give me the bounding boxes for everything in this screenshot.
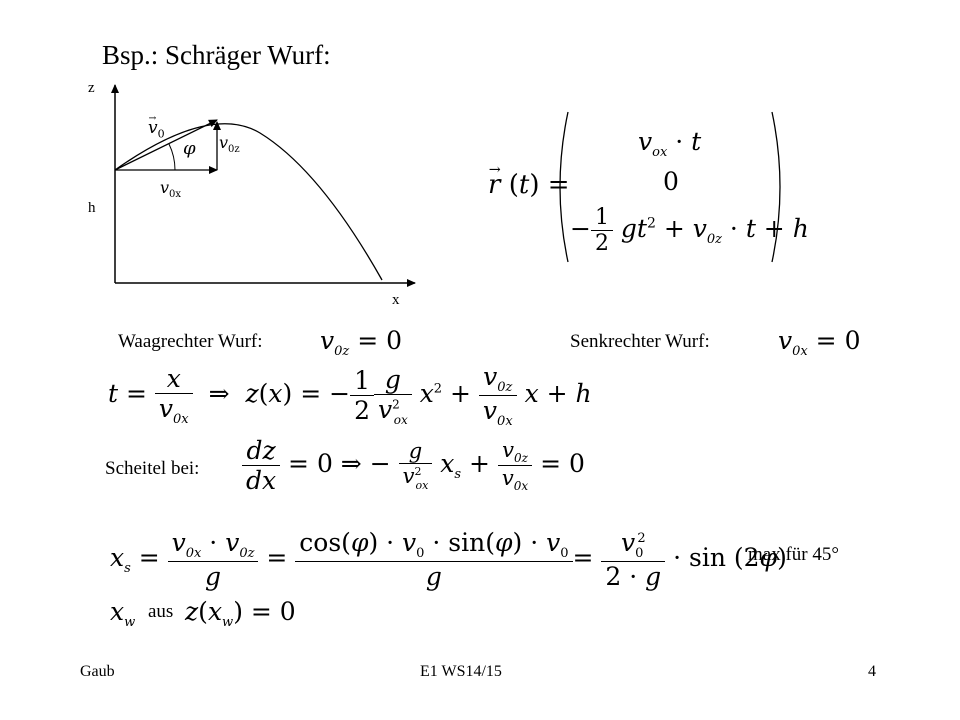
xw-lhs: xw bbox=[110, 597, 136, 630]
label-v0: v0 bbox=[148, 113, 165, 141]
matrix-row1: vox · t bbox=[638, 127, 702, 160]
xw-rhs: z(xw) = 0 bbox=[185, 597, 296, 630]
v0-vector bbox=[114, 119, 218, 171]
trajectory-diagram bbox=[111, 84, 416, 287]
position-vector-lhs: r (t) = bbox=[488, 162, 570, 200]
axis-h-label: h bbox=[88, 200, 96, 216]
axis-z-label: z bbox=[88, 80, 95, 96]
matrix-row2: 0 bbox=[663, 167, 679, 196]
label-v0z: 0zv0z bbox=[219, 133, 240, 156]
xw-aus: aus bbox=[148, 601, 174, 622]
footer-author: Gaub bbox=[80, 663, 115, 680]
footer-course: E1 WS14/15 bbox=[420, 663, 502, 680]
axis-x-label: x bbox=[392, 292, 400, 308]
slide-title: Bsp.: Schräger Wurf: bbox=[102, 40, 331, 70]
senkrecht-label: Senkrechter Wurf: bbox=[570, 331, 710, 352]
waagrecht-condition: v0z = 0 bbox=[320, 326, 402, 359]
label-phi: φ bbox=[183, 138, 196, 159]
waagrecht-label: Waagrechter Wurf: bbox=[118, 331, 263, 352]
footer-page: 4 bbox=[868, 663, 876, 680]
max-note: max für 45° bbox=[748, 544, 839, 565]
label-v0x: 0xv0x bbox=[160, 178, 182, 201]
trajectory-curve bbox=[114, 123, 383, 281]
matrix-brackets bbox=[559, 111, 781, 263]
angle-arc bbox=[168, 143, 176, 171]
senkrecht-condition: v0x = 0 bbox=[778, 326, 861, 359]
scheitel-label: Scheitel bei: bbox=[105, 458, 200, 479]
